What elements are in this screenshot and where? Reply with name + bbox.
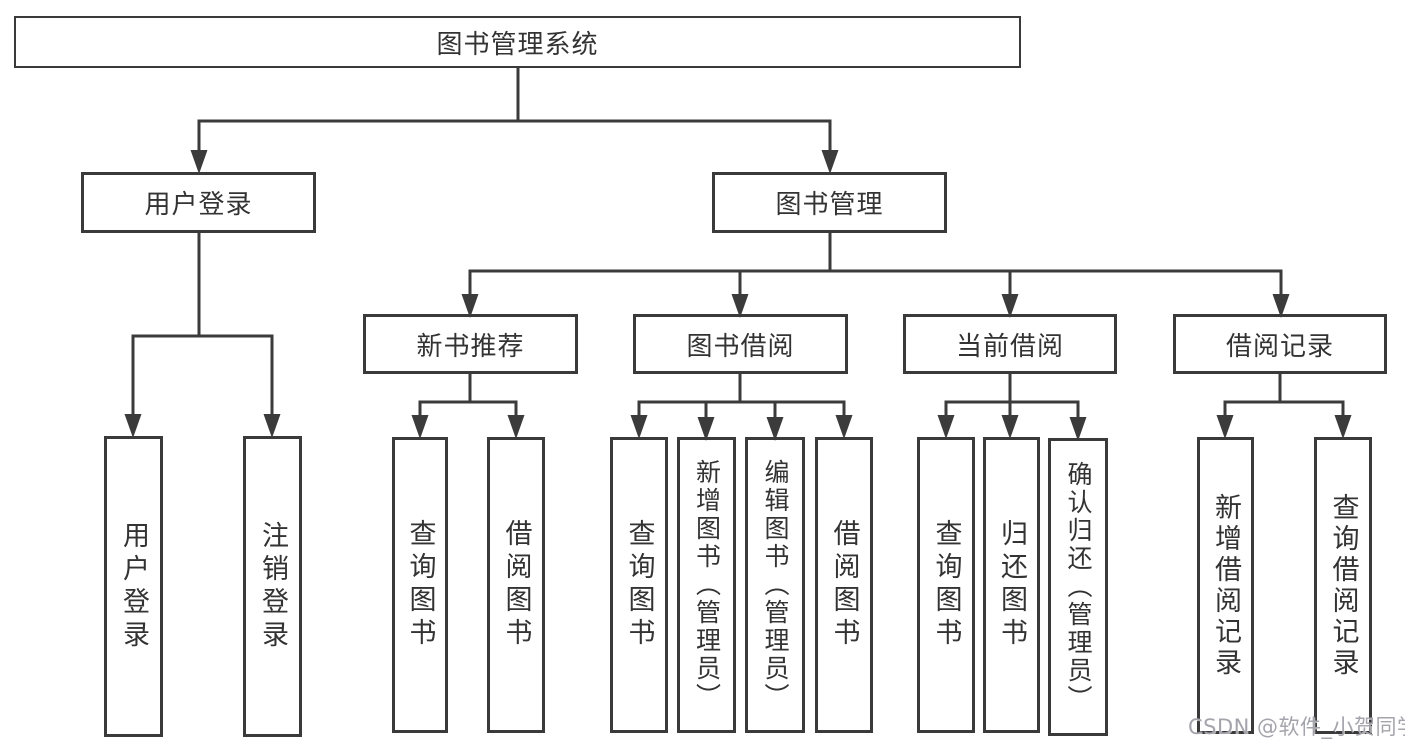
node-new-book-recommend-label: 新书推荐 (416, 331, 525, 362)
node-book-borrow: 图书借阅 (633, 314, 848, 374)
leaf-records-query-record: 查询借阅记录 (1314, 437, 1372, 734)
leaf-logout: 注销登录 (243, 436, 302, 737)
node-borrow-records: 借阅记录 (1173, 314, 1387, 374)
arrow-down-icon (821, 150, 839, 174)
leaf-borrow-lend-book-label: 借阅图书 (828, 519, 860, 651)
node-book-manage-label: 图书管理 (775, 190, 884, 220)
node-root-system-label: 图书管理系统 (436, 29, 599, 60)
leaf-current-return-book-label: 归还图书 (996, 519, 1027, 651)
node-book-borrow-label: 图书借阅 (686, 331, 795, 362)
leaf-recommend-query-book-label: 查询图书 (404, 519, 436, 651)
leaf-records-query-record-label: 查询借阅记录 (1327, 492, 1359, 679)
arrow-down-icon (507, 415, 525, 439)
node-new-book-recommend: 新书推荐 (363, 314, 578, 374)
watermark-text: CSDN @软件_小贺同学 (1188, 715, 1405, 739)
node-root-system: 图书管理系统 (14, 16, 1021, 68)
leaf-current-query-book: 查询图书 (917, 437, 975, 733)
leaf-recommend-borrow-book: 借阅图书 (487, 437, 545, 733)
leaf-user-login: 用户登录 (104, 436, 163, 737)
leaf-logout-label: 注销登录 (257, 520, 288, 653)
leaf-recommend-borrow-book-label: 借阅图书 (500, 519, 532, 651)
arrow-down-icon (190, 150, 208, 174)
leaf-borrow-query-book-label: 查询图书 (623, 519, 655, 651)
arrow-down-icon (263, 414, 281, 438)
arrow-down-icon (835, 415, 853, 439)
leaf-borrow-edit-book-admin: 编辑图书（管理员） (745, 437, 805, 733)
leaf-borrow-lend-book: 借阅图书 (815, 437, 873, 733)
node-book-manage: 图书管理 (712, 172, 947, 233)
leaf-borrow-add-book-admin-label: 新增图书（管理员） (692, 459, 722, 711)
node-current-borrow: 当前借阅 (903, 314, 1117, 374)
leaf-borrow-query-book: 查询图书 (610, 437, 668, 733)
arrow-down-icon (630, 415, 648, 439)
arrow-down-icon (1216, 415, 1234, 439)
leaf-current-return-book: 归还图书 (983, 437, 1040, 733)
leaf-current-query-book-label: 查询图书 (930, 519, 962, 651)
arrow-down-icon (1001, 415, 1019, 439)
arrow-down-icon (1334, 415, 1352, 439)
leaf-borrow-edit-book-admin-label: 编辑图书（管理员） (761, 459, 790, 711)
leaf-records-add-record: 新增借阅记录 (1197, 437, 1254, 734)
leaf-current-confirm-return-admin: 确认归还（管理员） (1048, 438, 1108, 736)
leaf-records-add-record-label: 新增借阅记录 (1210, 492, 1241, 679)
leaf-user-login-label: 用户登录 (118, 520, 149, 653)
leaf-recommend-query-book: 查询图书 (392, 437, 448, 733)
node-borrow-records-label: 借阅记录 (1225, 331, 1334, 362)
arrow-down-icon (124, 414, 142, 438)
node-user-login: 用户登录 (81, 172, 316, 233)
leaf-borrow-add-book-admin: 新增图书（管理员） (677, 437, 736, 733)
leaf-current-confirm-return-admin-label: 确认归还（管理员） (1064, 461, 1093, 713)
node-user-login-label: 用户登录 (144, 190, 253, 220)
arrow-down-icon (937, 415, 955, 439)
node-current-borrow-label: 当前借阅 (955, 331, 1064, 362)
arrow-down-icon (411, 415, 429, 439)
